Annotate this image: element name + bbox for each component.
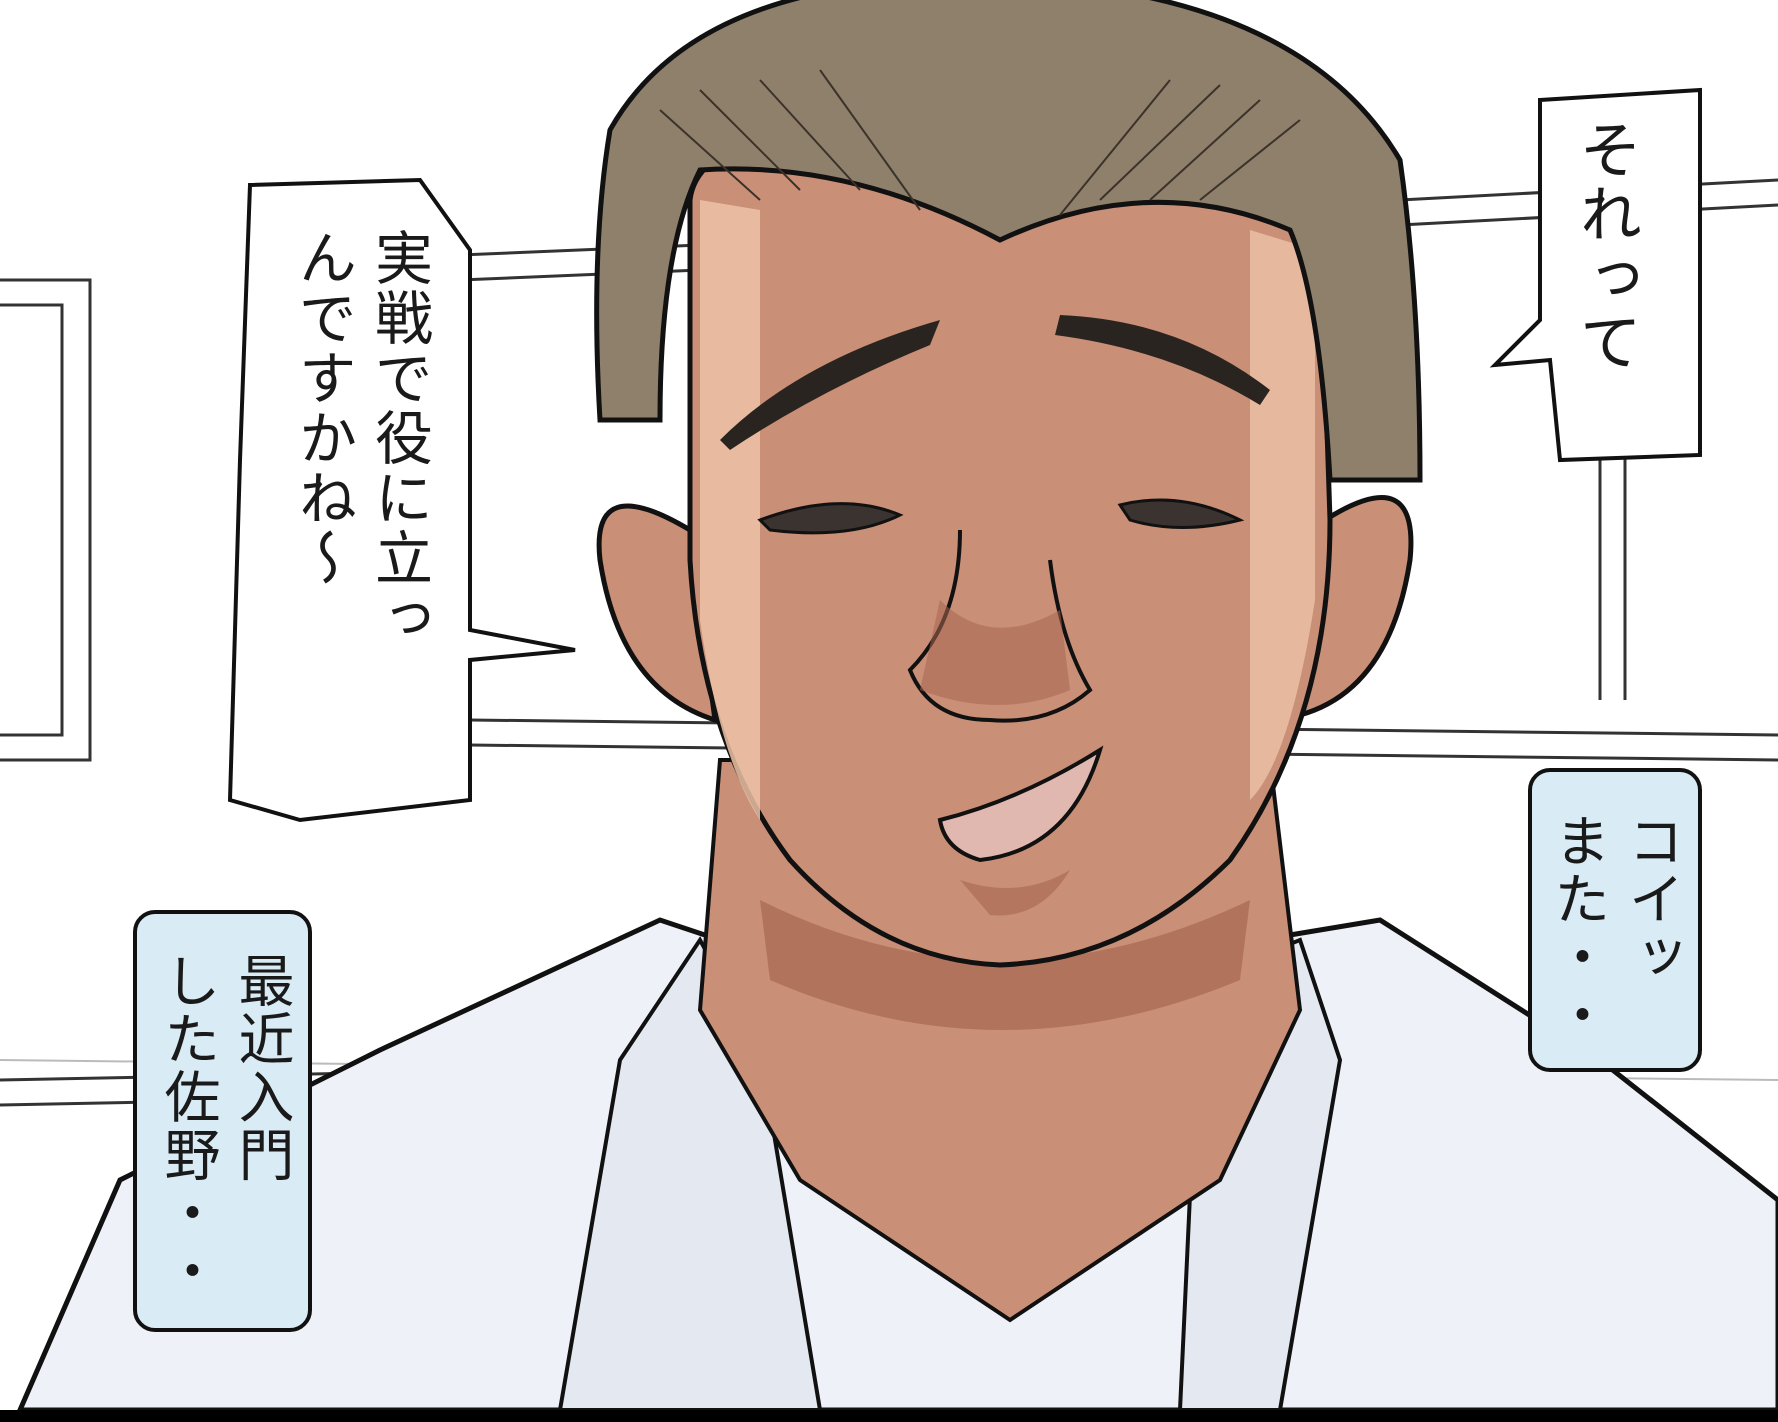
face-highlight-left bbox=[700, 200, 760, 820]
ear-left bbox=[596, 503, 718, 724]
caption-left-shape bbox=[133, 910, 312, 1332]
eye-left bbox=[757, 502, 904, 535]
caption-left-text: 最近入門 した佐野・・ bbox=[155, 952, 294, 1300]
bubble-right-text: それって bbox=[1569, 118, 1642, 374]
caption-right-shape bbox=[1528, 768, 1702, 1072]
eyebrow-left bbox=[720, 320, 940, 450]
nose-shadow bbox=[920, 600, 1070, 705]
bubble-left-text: 実戦で役に立っ んですかね～ bbox=[289, 228, 433, 648]
chin-shadow bbox=[960, 870, 1070, 916]
caption-right-text: コイッ また・・ bbox=[1545, 812, 1684, 1044]
mouth bbox=[937, 745, 1104, 863]
eyebrow-right bbox=[1055, 315, 1270, 405]
hair-strands bbox=[659, 69, 1301, 216]
bubble-left-shape bbox=[227, 177, 576, 823]
bubble-right-shape bbox=[1489, 87, 1702, 463]
hair bbox=[594, 0, 1423, 483]
face-highlight-right bbox=[1250, 230, 1315, 800]
eye-right bbox=[1117, 498, 1245, 529]
